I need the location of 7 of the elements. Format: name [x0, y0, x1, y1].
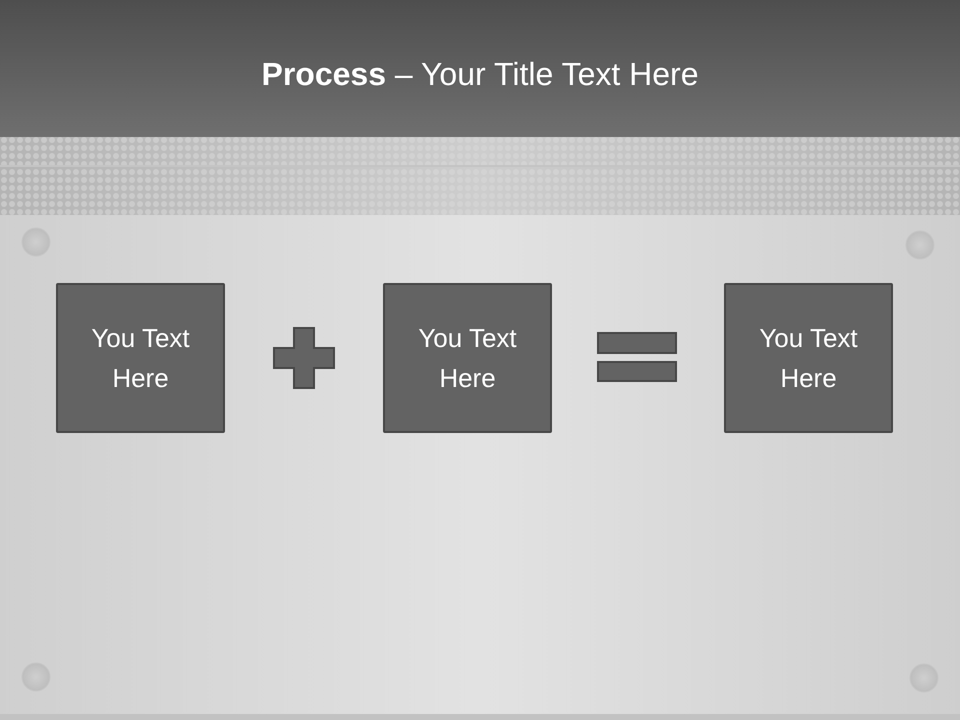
process-box	[56, 283, 225, 433]
process-box	[724, 283, 893, 433]
box-text: You Text Here	[758, 322, 859, 395]
box-text: You Text Here	[417, 322, 518, 395]
process-box	[383, 283, 552, 433]
slide-title: Process – Your Title Text Here	[261, 55, 698, 94]
box-text: You Text Here	[90, 322, 191, 395]
